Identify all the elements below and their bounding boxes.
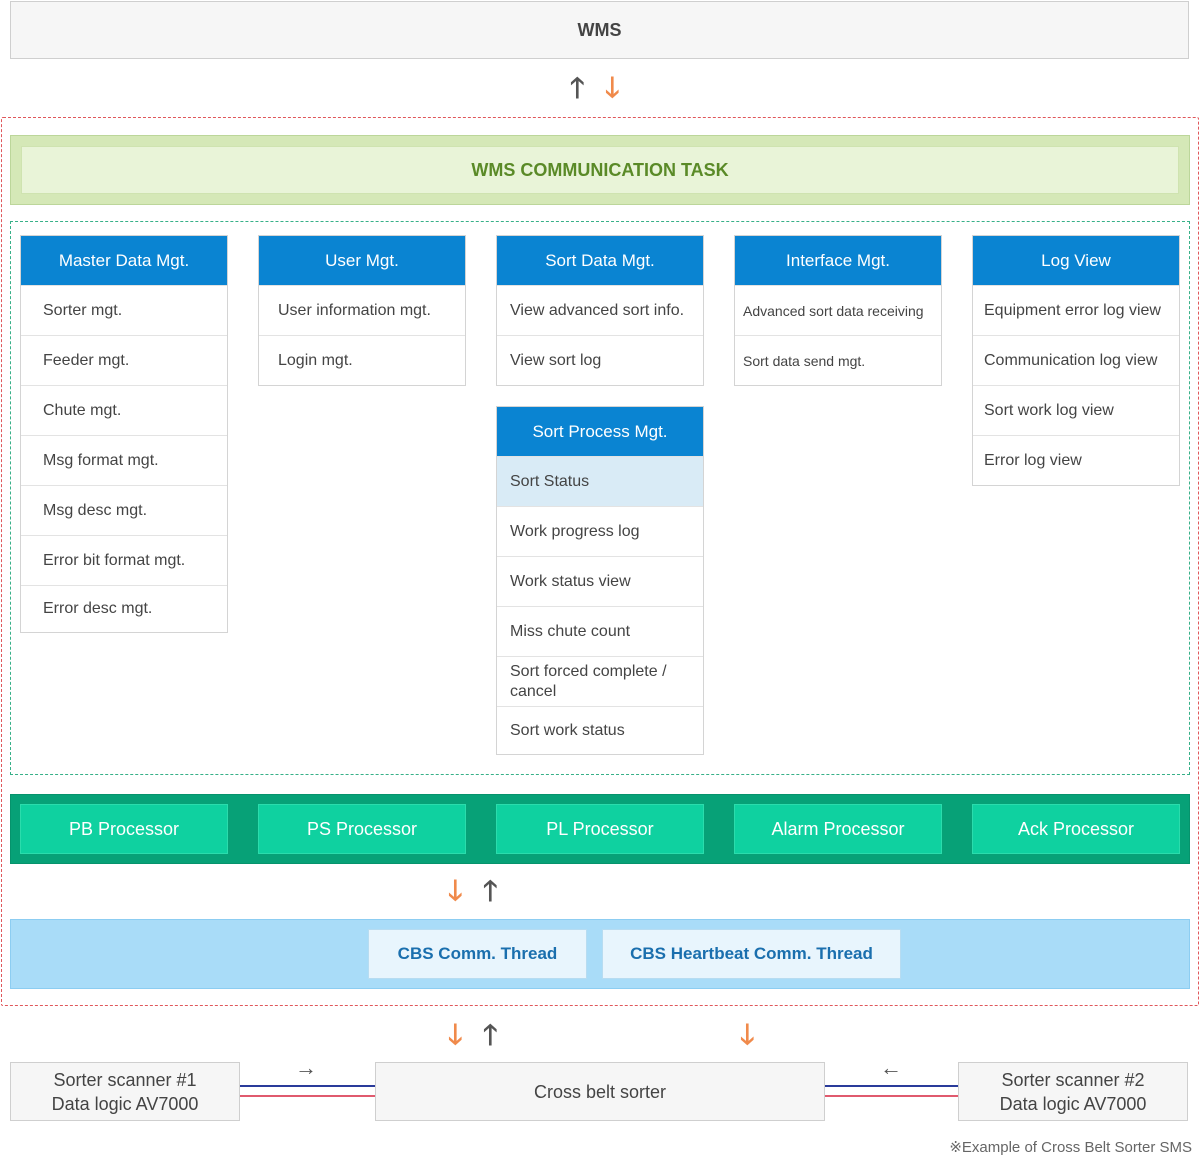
comm-task-label: WMS COMMUNICATION TASK <box>471 159 729 180</box>
module-item: Login mgt. <box>259 335 465 385</box>
scanner-model: Data logic AV7000 <box>999 1093 1147 1114</box>
module-item: Msg format mgt. <box>21 435 227 485</box>
module-item: Sort data send mgt. <box>735 335 941 385</box>
module-item: Work progress log <box>497 506 703 556</box>
sms-system-frame <box>1 117 1199 1006</box>
scanner-name: Sorter scanner #2 <box>1001 1069 1145 1090</box>
module-item: Error desc mgt. <box>21 585 227 632</box>
processor-label: Alarm Processor <box>771 818 905 839</box>
connection-wire <box>240 1085 375 1087</box>
arrow-up-icon: 🡑 <box>570 72 585 103</box>
module-item: Advanced sort data receiving <box>735 285 941 335</box>
arrow-down-icon: 🡓 <box>448 1019 463 1050</box>
module-item: Sort work status <box>497 706 703 754</box>
arrow-up-icon: 🡑 <box>483 875 498 906</box>
module-item: Error bit format mgt. <box>21 535 227 585</box>
module-item: Miss chute count <box>497 606 703 656</box>
module-sort-data: Sort Data Mgt. View advanced sort info. … <box>496 235 704 386</box>
module-item: User information mgt. <box>259 285 465 335</box>
module-item: Work status view <box>497 556 703 606</box>
sorter-label: Cross belt sorter <box>533 1081 667 1102</box>
module-header: Interface Mgt. <box>735 236 941 285</box>
arrow-down-icon: 🡓 <box>448 875 463 906</box>
module-item: Chute mgt. <box>21 385 227 435</box>
module-sort-process: Sort Process Mgt. Sort Status Work progr… <box>496 406 704 755</box>
module-item: Sort Status <box>497 456 703 506</box>
module-item: Error log view <box>973 435 1179 485</box>
cbs-comm-thread: CBS Comm. Thread <box>368 929 587 979</box>
connection-wire <box>825 1095 958 1097</box>
wms-label: WMS <box>577 19 622 40</box>
module-header: Master Data Mgt. <box>21 236 227 285</box>
module-master-data: Master Data Mgt. Sorter mgt. Feeder mgt.… <box>20 235 228 633</box>
module-item: Sort work log view <box>973 385 1179 435</box>
module-item: Sort forced complete / cancel <box>497 656 703 706</box>
module-item: Sorter mgt. <box>21 285 227 335</box>
processor-label: Ack Processor <box>1017 818 1135 839</box>
scanner-model: Data logic AV7000 <box>51 1093 199 1114</box>
module-item: Feeder mgt. <box>21 335 227 385</box>
module-item: Communication log view <box>973 335 1179 385</box>
arrow-down-icon: 🡓 <box>740 1019 755 1050</box>
processor-pb: PB Processor <box>20 804 228 854</box>
cbs-comm-thread-label: CBS Comm. Thread <box>397 944 558 963</box>
processor-ps: PS Processor <box>258 804 466 854</box>
wms-box: WMS <box>10 1 1189 59</box>
figure-caption: ※Example of Cross Belt Sorter SMS <box>949 1139 1192 1156</box>
module-header: Sort Process Mgt. <box>497 407 703 456</box>
cbs-band <box>10 919 1190 989</box>
module-item: Equipment error log view <box>973 285 1179 335</box>
arrow-right-icon: → <box>295 1055 317 1080</box>
module-item: View sort log <box>497 335 703 385</box>
arrow-up-icon: 🡑 <box>483 1019 498 1050</box>
arrow-left-icon: ← <box>880 1055 902 1080</box>
processor-label: PS Processor <box>306 818 418 839</box>
cross-belt-sorter: Cross belt sorter <box>375 1062 825 1121</box>
sorter-scanner-2: Sorter scanner #2 Data logic AV7000 <box>958 1062 1188 1121</box>
module-user: User Mgt. User information mgt. Login mg… <box>258 235 466 386</box>
module-interface: Interface Mgt. Advanced sort data receiv… <box>734 235 942 386</box>
processor-label: PB Processor <box>68 818 180 839</box>
module-header: Log View <box>973 236 1179 285</box>
module-header: Sort Data Mgt. <box>497 236 703 285</box>
module-item: Msg desc mgt. <box>21 485 227 535</box>
arrow-down-icon: 🡓 <box>605 72 620 103</box>
modules-frame <box>10 221 1190 775</box>
processor-ack: Ack Processor <box>972 804 1180 854</box>
sorter-scanner-1: Sorter scanner #1 Data logic AV7000 <box>10 1062 240 1121</box>
cbs-heartbeat-thread-label: CBS Heartbeat Comm. Thread <box>630 944 873 963</box>
cbs-heartbeat-thread: CBS Heartbeat Comm. Thread <box>602 929 901 979</box>
processor-pl: PL Processor <box>496 804 704 854</box>
module-log-view: Log View Equipment error log view Commun… <box>972 235 1180 486</box>
connection-wire <box>825 1085 958 1087</box>
scanner-name: Sorter scanner #1 <box>53 1069 197 1090</box>
processor-label: PL Processor <box>546 818 654 839</box>
module-item: View advanced sort info. <box>497 285 703 335</box>
processor-alarm: Alarm Processor <box>734 804 942 854</box>
connection-wire <box>240 1095 375 1097</box>
comm-task-box: WMS COMMUNICATION TASK <box>21 146 1179 194</box>
module-header: User Mgt. <box>259 236 465 285</box>
